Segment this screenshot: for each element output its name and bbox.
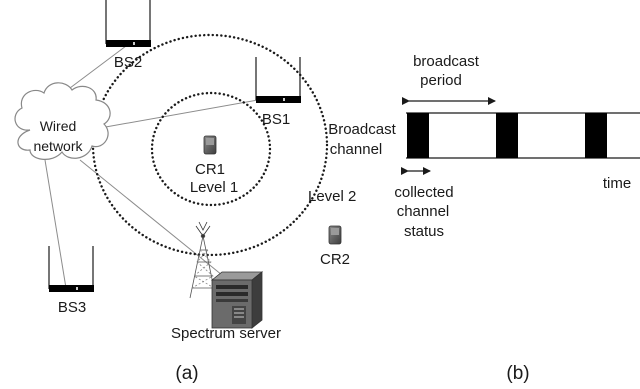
wired-links (37, 45, 259, 289)
panel-b-caption: (b) (506, 363, 529, 384)
collected-label-line-3: status (404, 223, 444, 240)
cr1-label: CR1 (195, 161, 225, 178)
base-station-bs1: BS1 (255, 57, 301, 128)
antenna-icon (48, 246, 94, 292)
antenna-icon (255, 57, 301, 103)
channel-label-line-1: Broadcast (328, 121, 396, 138)
level-1-ring (150, 91, 272, 207)
link-server (79, 159, 223, 276)
collected-label-line-2: channel (397, 203, 450, 220)
cr2-label: CR2 (320, 251, 350, 268)
time-label: time (603, 175, 631, 192)
level-1-label: Level 1 (190, 179, 238, 196)
panel-a: Wired network BS2 BS1 (14, 0, 356, 384)
cloud-icon (14, 82, 111, 160)
collected-label-line-1: collected (394, 184, 453, 201)
period-label-line-2: period (420, 72, 462, 89)
level-2-label: Level 2 (308, 188, 356, 205)
base-station-bs2: BS2 (105, 0, 151, 71)
panel-b: broadcast period Broadcast channel colle… (328, 53, 640, 384)
radio-tower-icon (189, 221, 217, 299)
cloud-label-line-2: network (33, 138, 83, 154)
period-label-line-1: broadcast (413, 53, 480, 70)
cognitive-radio-cr2: CR2 (320, 225, 350, 268)
channel-label-line-2: channel (330, 141, 383, 158)
bs2-label: BS2 (114, 54, 142, 71)
base-station-bs3: BS3 (48, 246, 94, 316)
bs1-label: BS1 (262, 111, 290, 128)
link-bs1 (99, 99, 259, 129)
panel-a-caption: (a) (175, 363, 198, 384)
antenna-icon (105, 0, 151, 47)
broadcast-slot-1 (407, 113, 429, 158)
spectrum-server-icon (210, 271, 264, 329)
link-bs3 (44, 159, 67, 289)
handheld-device-icon (328, 225, 342, 245)
broadcast-slot-3 (585, 113, 607, 158)
handheld-device-icon (203, 135, 217, 155)
broadcast-slot-2 (496, 113, 518, 158)
bs3-label: BS3 (58, 299, 86, 316)
cloud-label-line-1: Wired (40, 118, 77, 134)
cognitive-radio-cr1: CR1 Level 1 (190, 135, 238, 196)
wired-network-cloud: Wired network (14, 82, 111, 160)
broadcast-channel-track (406, 112, 640, 159)
spectrum-server-label: Spectrum server (171, 325, 281, 342)
